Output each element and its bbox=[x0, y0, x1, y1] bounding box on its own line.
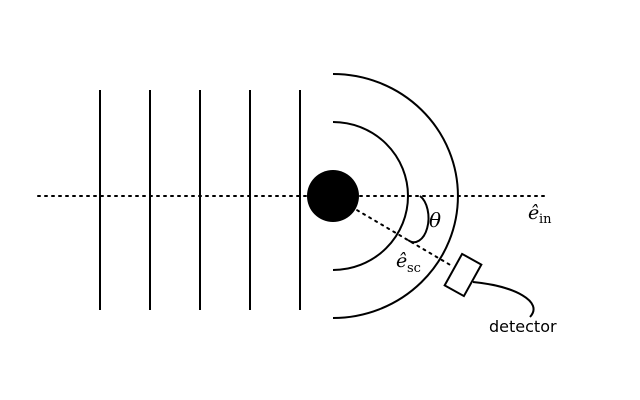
angle-arc bbox=[407, 195, 430, 244]
detector-label: detector bbox=[489, 317, 557, 336]
svg-text:ê: ê bbox=[528, 202, 539, 224]
svg-text:sc: sc bbox=[407, 261, 421, 276]
scattered-wavefronts bbox=[332, 73, 459, 319]
incident-wavefronts bbox=[99, 90, 301, 310]
svg-text:ê: ê bbox=[396, 250, 407, 272]
e-in-label: ê in bbox=[528, 202, 552, 227]
scattered-wavefront bbox=[332, 73, 459, 319]
scattered-wavefront bbox=[332, 121, 409, 271]
scattered-axis bbox=[332, 195, 453, 267]
e-sc-label: ê sc bbox=[396, 250, 421, 276]
theta-label: θ bbox=[429, 208, 441, 232]
detector-cable bbox=[472, 281, 535, 318]
detector bbox=[443, 252, 483, 298]
svg-text:in: in bbox=[539, 212, 552, 227]
